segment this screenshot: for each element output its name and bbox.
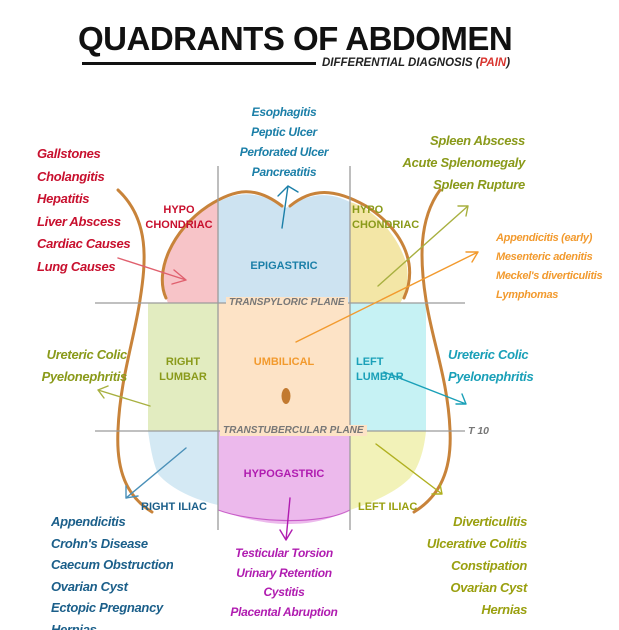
- list-item: Constipation: [427, 555, 527, 577]
- region-line-2: LUMBAR: [148, 370, 218, 385]
- list-item: Urinary Retention: [214, 564, 354, 584]
- region-label-epigastric: EPIGASTRIC: [218, 259, 350, 274]
- diagnosis-list-epigastric: Esophagitis Peptic Ulcer Perforated Ulce…: [234, 102, 334, 182]
- region-line-1: RIGHT: [148, 355, 218, 370]
- region-line-2: CHONDRIAC: [140, 218, 218, 233]
- region-label-umbilical: UMBILICAL: [218, 355, 350, 370]
- diagnosis-list-right-hypochondriac: Gallstones Cholangitis Hepatitis Liver A…: [37, 143, 130, 278]
- list-item: Spleen Abscess: [403, 130, 525, 152]
- list-item: Lung Causes: [37, 256, 130, 279]
- list-item: Cardiac Causes: [37, 233, 130, 256]
- list-item: Ectopic Pregnancy: [51, 597, 173, 619]
- list-item: Pancreatitis: [234, 162, 334, 182]
- list-item: Hepatitis: [37, 188, 130, 211]
- region-label-right-lumbar: RIGHT LUMBAR: [148, 355, 218, 385]
- list-item: Gallstones: [37, 143, 130, 166]
- list-item: Crohn's Disease: [51, 533, 173, 555]
- list-item: Cystitis: [214, 583, 354, 603]
- list-item: Appendicitis (early): [496, 229, 602, 248]
- list-item: Acute Splenomegaly: [403, 152, 525, 174]
- diagnosis-list-right-iliac: Appendicitis Crohn's Disease Caecum Obst…: [51, 511, 173, 630]
- list-item: Ovarian Cyst: [427, 577, 527, 599]
- list-item: Hernias: [51, 619, 173, 630]
- diagnosis-list-umbilical: Appendicitis (early) Mesenteric adenitis…: [496, 229, 602, 305]
- list-item: Diverticulitis: [427, 511, 527, 533]
- plane-label-transtubercular: TRANSTUBERCULAR PLANE: [220, 425, 367, 436]
- region-line-1: LEFT: [356, 355, 416, 370]
- region-label-right-hypochondriac: HYPO CHONDRIAC: [140, 203, 218, 233]
- plane-label-transpyloric: TRANSPYLORIC PLANE: [226, 297, 348, 308]
- list-item: Perforated Ulcer: [234, 142, 334, 162]
- list-item: Ureteric Colic: [31, 344, 127, 366]
- region-line-1: HYPO: [140, 203, 218, 218]
- region-label-left-lumbar: LEFT LUMBAR: [356, 355, 416, 385]
- region-label-left-hypochondriac: HYPO CHONDRIAC: [352, 203, 424, 233]
- list-item: Caecum Obstruction: [51, 554, 173, 576]
- region-label-hypogastric: HYPOGASTRIC: [218, 467, 350, 482]
- region-line-2: LUMBAR: [356, 370, 416, 385]
- list-item: Hernias: [427, 599, 527, 621]
- plane-label-vertebra: T 10: [468, 425, 489, 437]
- list-item: Ovarian Cyst: [51, 576, 173, 598]
- list-item: Appendicitis: [51, 511, 173, 533]
- list-item: Mesenteric adenitis: [496, 248, 602, 267]
- list-item: Pyelonephritis: [448, 366, 533, 388]
- list-item: Meckel's diverticulitis: [496, 267, 602, 286]
- region-line-2: CHONDRIAC: [352, 218, 424, 233]
- list-item: Pyelonephritis: [31, 366, 127, 388]
- list-item: Liver Abscess: [37, 211, 130, 234]
- list-item: Ureteric Colic: [448, 344, 533, 366]
- navel-icon: [282, 388, 291, 404]
- region-line-1: HYPO: [352, 203, 424, 218]
- list-item: Lymphomas: [496, 286, 602, 305]
- diagnosis-list-right-lumbar: Ureteric Colic Pyelonephritis: [31, 344, 127, 388]
- diagnosis-list-left-lumbar: Ureteric Colic Pyelonephritis: [448, 344, 533, 388]
- list-item: Testicular Torsion: [214, 544, 354, 564]
- list-item: Cholangitis: [37, 166, 130, 189]
- diagnosis-list-left-iliac: Diverticulitis Ulcerative Colitis Consti…: [427, 511, 527, 621]
- list-item: Peptic Ulcer: [234, 122, 334, 142]
- diagnosis-list-hypogastric: Testicular Torsion Urinary Retention Cys…: [214, 544, 354, 622]
- list-item: Ulcerative Colitis: [427, 533, 527, 555]
- diagnosis-list-left-hypochondriac: Spleen Abscess Acute Splenomegaly Spleen…: [403, 130, 525, 196]
- list-item: Spleen Rupture: [403, 174, 525, 196]
- right-iliac-fill: [148, 431, 218, 505]
- list-item: Placental Abruption: [214, 603, 354, 623]
- right-lumbar-arrow: [98, 386, 150, 406]
- list-item: Esophagitis: [234, 102, 334, 122]
- left-iliac-fill: [350, 431, 426, 510]
